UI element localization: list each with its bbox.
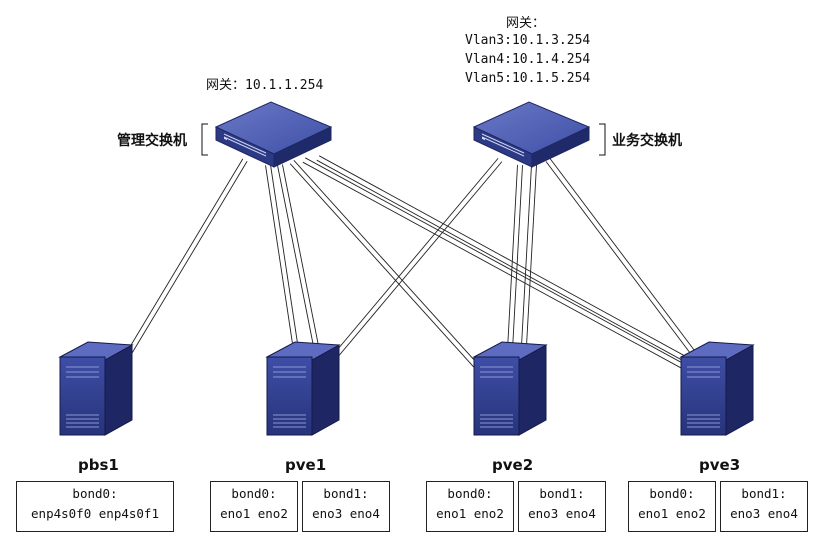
link-mgmt-pve3: [302, 157, 692, 373]
business-switch-bracket: [599, 123, 606, 156]
link-strand: [302, 161, 690, 373]
link-strand: [277, 165, 314, 347]
link-strand: [512, 165, 523, 351]
link-strand: [329, 158, 499, 359]
bond-box-pve2-bond1: bond1: eno3 eno4: [518, 481, 606, 532]
link-mgmt-pve1-a: [265, 164, 299, 351]
management-switch-bracket: [201, 123, 208, 156]
business-switch-label: 业务交换机: [612, 133, 682, 149]
business-gateway-vlan3: Vlan3:10.1.3.254: [465, 33, 591, 48]
server-pve3-icon[interactable]: [680, 341, 754, 436]
link-biz-pve1: [329, 158, 503, 362]
server-pbs1-icon[interactable]: [59, 341, 133, 436]
link-strand: [316, 159, 698, 369]
link-strand: [289, 163, 477, 370]
link-strand: [526, 165, 537, 347]
server-pve2-icon[interactable]: [473, 341, 547, 436]
link-strand: [521, 164, 532, 346]
link-mgmt-pve1-b: [277, 164, 319, 347]
bond-box-pve1-bond0: bond0: eno1 eno2: [210, 481, 298, 532]
bond-title: bond0:: [72, 486, 118, 501]
management-gateway-label: 网关：10.1.1.254: [206, 78, 324, 93]
business-gateway-title: 网关：: [506, 16, 546, 31]
link-strand: [270, 164, 299, 350]
link-biz-pve2-a: [507, 164, 523, 351]
link-biz-pve3: [545, 158, 703, 364]
link-mgmt-pve3-b: [316, 155, 700, 369]
bond-title: bond0:: [649, 486, 695, 501]
link-strand: [129, 161, 248, 357]
server-name-pbs1: pbs1: [78, 456, 119, 474]
server-name-pve1: pve1: [285, 456, 327, 474]
business-gateway-vlan5: Vlan5:10.1.5.254: [465, 71, 591, 86]
bond-title: bond0:: [447, 486, 493, 501]
management-switch-label: 管理交换机: [117, 133, 187, 149]
link-biz-pve2-b: [521, 164, 537, 347]
business-switch-icon[interactable]: [473, 101, 590, 168]
link-strand: [545, 161, 699, 364]
link-strand: [125, 158, 244, 354]
link-strand: [293, 160, 481, 367]
link-mgmt-pbs1: [125, 158, 248, 357]
bond-box-pve3-bond1: bond1: eno3 eno4: [720, 481, 808, 532]
server-name-pve2: pve2: [492, 456, 534, 474]
bond-ifaces: eno1 eno2: [638, 506, 706, 521]
link-strand: [282, 164, 319, 346]
link-strand: [318, 155, 700, 365]
management-switch-icon[interactable]: [215, 101, 332, 168]
bond-ifaces: eno3 eno4: [730, 506, 798, 521]
bond-ifaces: eno3 eno4: [528, 506, 596, 521]
bond-box-pbs1-bond0: bond0: enp4s0f0 enp4s0f1: [16, 481, 174, 532]
link-strand: [549, 158, 703, 361]
server-pve1-icon[interactable]: [266, 341, 340, 436]
link-strand: [333, 161, 503, 362]
bond-ifaces: eno1 eno2: [436, 506, 504, 521]
bond-box-pve2-bond0: bond0: eno1 eno2: [426, 481, 514, 532]
link-strand: [304, 157, 692, 369]
link-strand: [507, 164, 518, 350]
business-gateway-vlan4: Vlan4:10.1.4.254: [465, 52, 591, 67]
bond-title: bond1:: [323, 486, 369, 501]
bond-ifaces: eno1 eno2: [220, 506, 288, 521]
bond-ifaces: eno3 eno4: [312, 506, 380, 521]
link-layer: [125, 155, 703, 373]
server-name-pve3: pve3: [699, 456, 741, 474]
bond-box-pve3-bond0: bond0: eno1 eno2: [628, 481, 716, 532]
bond-ifaces: enp4s0f0 enp4s0f1: [31, 506, 159, 521]
bond-title: bond1:: [741, 486, 787, 501]
bond-title: bond1:: [539, 486, 585, 501]
link-mgmt-pve2: [289, 160, 481, 370]
link-strand: [265, 165, 294, 351]
bond-title: bond0:: [231, 486, 277, 501]
bond-box-pve1-bond1: bond1: eno3 eno4: [302, 481, 390, 532]
